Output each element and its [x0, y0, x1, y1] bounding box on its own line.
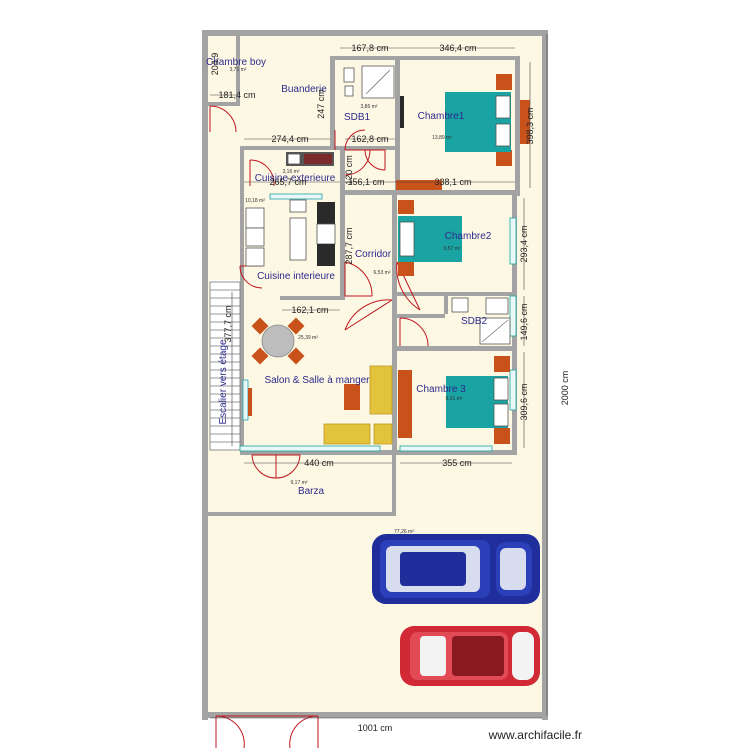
area-parking: 77,26 m² — [394, 529, 414, 535]
label-cuisine-interieure: Cuisine interieure — [257, 271, 335, 282]
dim-3096: 309,6 cm — [519, 383, 529, 420]
dim-3381: 338,1 cm — [434, 177, 471, 187]
dim-120: 120 cm — [344, 155, 354, 185]
dim-3464: 346,4 cm — [439, 43, 476, 53]
area-cuisine-interieure: 10,18 m² — [245, 198, 265, 204]
area-sdb1: 3,86 m² — [361, 104, 378, 110]
area-chambre-boy: 3,71 m² — [230, 67, 247, 73]
doors — [209, 105, 429, 749]
dim-2744: 274,4 cm — [271, 134, 308, 144]
dim-247: 247 cm — [316, 89, 326, 119]
label-sdb1: SDB1 — [344, 112, 371, 123]
label-barza: Barza — [298, 486, 325, 497]
chambre2-furniture — [398, 200, 462, 276]
dim-440: 440 cm — [304, 458, 334, 468]
dim-1496: 149,6 cm — [519, 303, 529, 340]
dim-1561: 156,1 cm — [347, 177, 384, 187]
chambre3-furniture — [398, 356, 510, 444]
area-corridor: 6,53 m² — [374, 270, 391, 276]
dim-1814: 181,4 cm — [218, 90, 255, 100]
label-chambre-boy: Chambre boy — [206, 57, 266, 68]
dim-355: 355 cm — [442, 458, 472, 468]
blue-car-icon — [372, 534, 540, 604]
salon-furniture — [248, 317, 393, 445]
dim-1001: 1001 cm — [358, 723, 393, 733]
dim-2049: 204,9 — [210, 53, 220, 76]
label-salon: Salon & Salle à manger — [264, 375, 370, 386]
stair-area — [210, 280, 242, 450]
dim-1678: 167,8 cm — [351, 43, 388, 53]
outer-walls — [202, 30, 548, 720]
dimension-lines — [210, 34, 548, 719]
area-cuisine-exterieure: 3,16 m² — [283, 169, 300, 175]
dim-1621: 162,1 cm — [291, 305, 328, 315]
area-chambre1: 13,89 m² — [432, 135, 452, 141]
dim-2000: 2000 cm — [560, 371, 570, 406]
label-chambre2: Chambre2 — [445, 231, 492, 242]
label-chambre1: Chambre1 — [418, 111, 465, 122]
dim-2877: 287,7 cm — [344, 227, 354, 264]
area-chambre3: 9,31 m² — [446, 396, 463, 402]
label-buanderie: Buanderie — [281, 84, 327, 95]
label-cuisine-exterieure: Cuisine exterieure — [255, 173, 336, 184]
watermark: www.archifacile.fr — [488, 728, 582, 742]
cuisine-exterieure-fixtures — [286, 152, 334, 166]
label-chambre3: Chambre 3 — [416, 384, 466, 395]
red-car-icon — [400, 626, 540, 686]
sdb1-fixtures — [343, 65, 395, 99]
dim-3983: 398,3 cm — [525, 107, 535, 144]
sdb2-fixtures — [451, 297, 511, 345]
dim-2657: 265,7 cm — [269, 177, 306, 187]
area-barza: 9,17 m² — [291, 480, 308, 486]
label-sdb2: SDB2 — [461, 316, 488, 327]
windows — [239, 193, 517, 452]
area-salon: 25,39 m² — [298, 335, 318, 341]
staircase — [209, 281, 241, 451]
label-escalier: Escalier vers étage — [218, 339, 229, 424]
label-corridor: Corridor — [355, 249, 392, 260]
chambre1-furniture — [396, 74, 530, 190]
cuisine-interieure-fixtures — [245, 199, 336, 267]
area-chambre2: 9,57 m² — [444, 246, 461, 252]
dim-377: 377,7 cm — [223, 305, 233, 342]
dim-2934: 293,4 cm — [519, 225, 529, 262]
dim-1628: 162,8 cm — [351, 134, 388, 144]
